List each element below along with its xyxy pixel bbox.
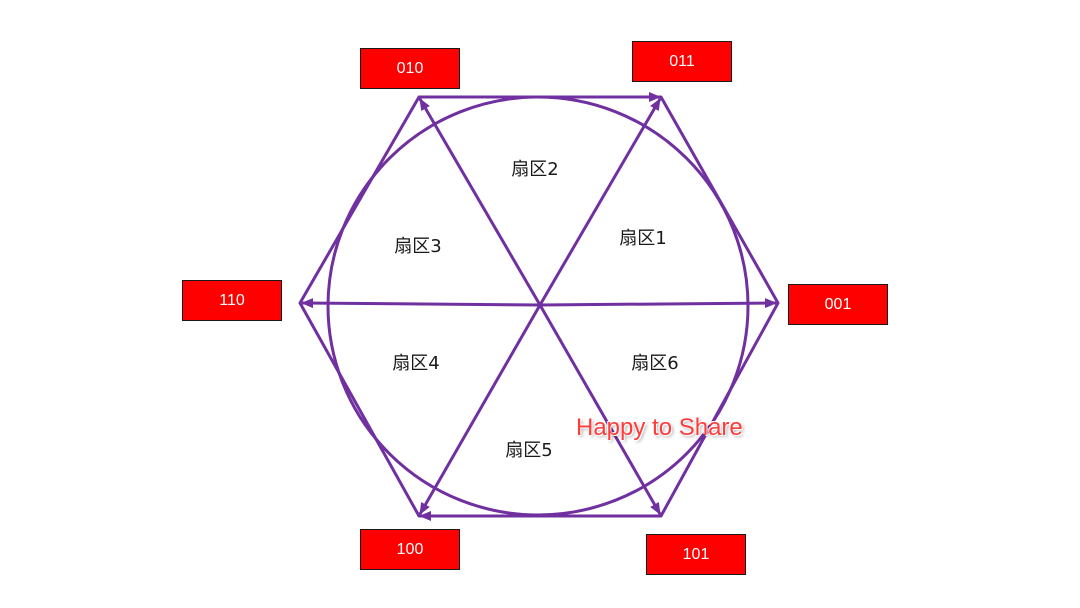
sector-label-2: 扇区2 [511, 159, 559, 180]
hexagon-outline [298, 95, 780, 518]
vector-label-101: 101 [646, 534, 746, 575]
watermark-text: Happy to Share [576, 414, 743, 441]
vector-label-100: 100 [360, 529, 460, 570]
vector-arrow-001 [539, 298, 777, 309]
vector-label-011: 011 [632, 41, 732, 82]
sector-label-3: 扇区3 [394, 236, 442, 257]
vector-label-001: 001 [788, 284, 888, 325]
vector-label-110: 110 [182, 280, 282, 321]
vector-arrow-011 [538, 98, 662, 306]
sector-label-1: 扇区1 [619, 228, 667, 249]
vector-arrow-101 [538, 304, 662, 515]
sector-label-6: 扇区6 [631, 353, 679, 374]
vector-arrow-100 [418, 304, 542, 515]
vector-arrow-010 [418, 98, 542, 306]
sector-label-4: 扇区4 [392, 353, 440, 374]
sector-label-5: 扇区5 [505, 440, 553, 461]
vector-label-010: 010 [360, 48, 460, 89]
vector-arrow-110 [301, 298, 541, 309]
